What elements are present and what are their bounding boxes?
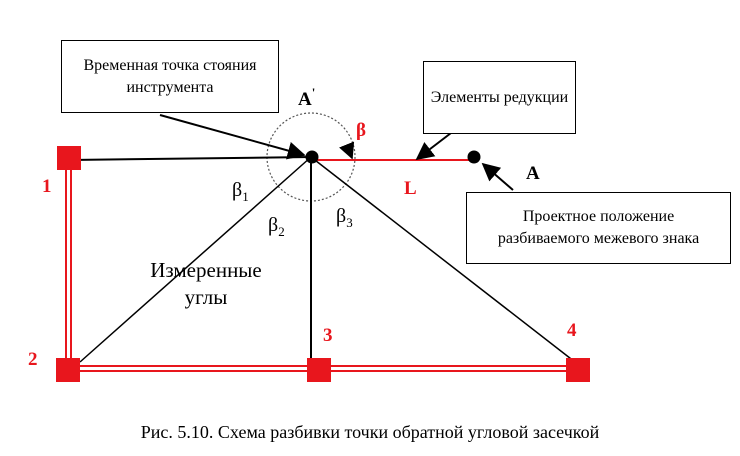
- line-to-point-4: [310, 156, 576, 363]
- instrument-station-box: Временная точка стояния инструмента: [61, 40, 279, 113]
- label-l: L: [404, 178, 417, 199]
- label-a-prime: A': [298, 85, 315, 111]
- label-beta-2-sub: 2: [278, 224, 285, 239]
- marker-2: [56, 358, 80, 382]
- label-beta-3-symbol: β: [336, 205, 347, 227]
- arrow-beta: [339, 141, 355, 160]
- boundary-1-2: [65, 160, 72, 370]
- label-beta-2-symbol: β: [268, 214, 279, 236]
- label-measured-angles: Измеренные углы: [150, 258, 262, 309]
- station-a-prime-point: [305, 150, 319, 164]
- line-to-point-1: [69, 156, 312, 161]
- label-point-3: 3: [323, 325, 333, 346]
- label-point-1: 1: [42, 176, 52, 197]
- label-beta-3-sub: 3: [346, 215, 353, 230]
- arrow-reduction: [415, 132, 452, 161]
- marker-3: [307, 358, 331, 382]
- arrow-instrument: [159, 114, 306, 160]
- label-beta-1-sub: 1: [242, 189, 249, 204]
- design-point-a: [467, 150, 481, 164]
- label-beta-2: β2: [268, 214, 285, 240]
- label-a-prime-letter: A: [298, 89, 312, 110]
- label-beta-1-symbol: β: [232, 179, 243, 201]
- label-a: A: [526, 163, 540, 184]
- reduction-elements-box: Элементы редукции: [423, 61, 576, 134]
- marker-4: [566, 358, 590, 382]
- label-beta-3: β3: [336, 205, 353, 231]
- marker-1: [57, 146, 81, 170]
- label-point-4: 4: [567, 320, 577, 341]
- label-beta-1: β1: [232, 179, 249, 205]
- label-a-prime-mark: ': [311, 85, 316, 100]
- design-position-box: Проектное положение разбиваемого межевог…: [466, 192, 731, 264]
- arrow-design: [481, 162, 514, 191]
- figure-caption: Рис. 5.10. Схема разбивки точки обратной…: [140, 422, 600, 442]
- label-point-2: 2: [28, 349, 38, 370]
- label-beta-red: β: [356, 120, 367, 141]
- line-to-point-2: [79, 156, 312, 363]
